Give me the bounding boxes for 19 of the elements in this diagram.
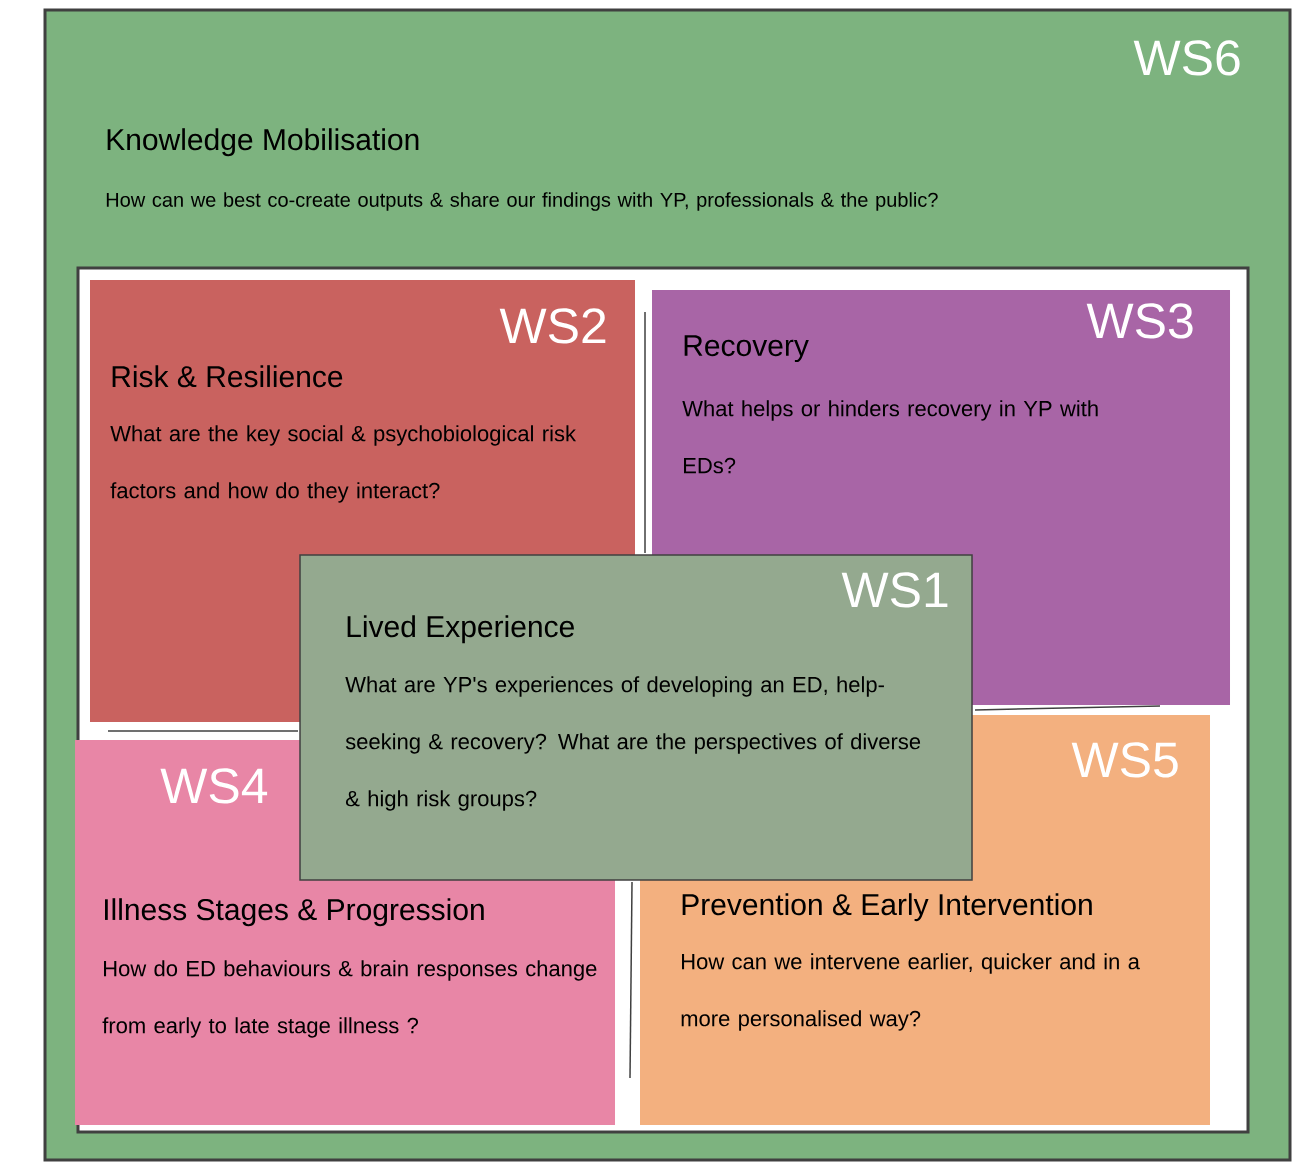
card-question: How can we best co-create outputs & share our findings with YP, professionals & the public? <box>106 192 938 211</box>
card-heading: Prevention & Early Intervention <box>682 893 1092 922</box>
card-heading: Risk & Resilience <box>112 365 343 388</box>
card-question: What are YP's experiences of developing an ED, help-seeking & recovery? What are the perspectives of diverse & high risk groups? <box>345 676 921 811</box>
workstream-label: WS5 <box>1071 742 1178 778</box>
workstream-label: WS3 <box>1086 303 1193 339</box>
workstream-label: WS4 <box>160 768 268 804</box>
card-heading: Knowledge Mobilisation <box>107 128 419 157</box>
card-question: What helps or hinders recovery in YP with EDs? <box>682 400 1098 474</box>
card-heading: Recovery <box>684 335 809 363</box>
card-question: How do ED behaviours & brain responses change from early to late stage illness ? <box>102 960 597 1038</box>
workstream-label: WS6 <box>1133 40 1240 76</box>
workstream-label: WS2 <box>499 308 606 344</box>
card-heading: Illness Stages & Progression <box>105 898 484 927</box>
card-question: How can we intervene earlier, quicker and in a more personalised way? <box>681 953 1140 1031</box>
card-question: What are the key social & psychobiological risk factors and how do they interact? <box>110 425 577 503</box>
workstream-card <box>299 554 973 881</box>
card-heading: Lived Experience <box>347 615 574 644</box>
workstream-label: WS1 <box>841 572 948 608</box>
